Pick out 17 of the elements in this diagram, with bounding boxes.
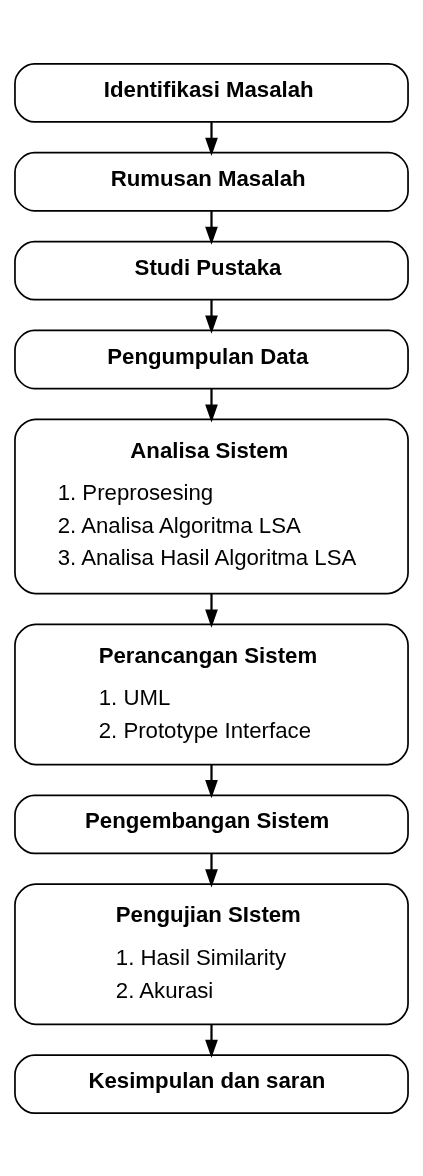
node-box: Rumusan Masalah <box>14 151 409 212</box>
arrow <box>205 853 218 887</box>
arrow <box>205 764 218 798</box>
node-box: Pengembangan Sistem <box>14 793 409 854</box>
arrow <box>205 1023 218 1058</box>
arrow <box>205 593 218 628</box>
node-box: Analisa Sistem 1. Preprosesing 2. Analisa Algoritma LSA 3. Analisa Hasil Algoritma LSA <box>14 417 409 594</box>
arrow <box>205 299 218 334</box>
node-box: Identifikasi Masalah <box>14 62 409 123</box>
node-box: Pengumpulan Data <box>14 329 409 389</box>
arrow <box>205 388 218 423</box>
arrow <box>205 210 218 245</box>
node-box: Kesimpulan dan saran <box>14 1053 409 1114</box>
node-box: Pengujian SIstem 1. Hasil Similarity 2. Akurasi <box>14 882 409 1025</box>
node-box: Perancangan Sistem 1. UML 2. Prototype Interface <box>14 623 409 765</box>
arrow <box>205 121 218 156</box>
node-box: Studi Pustaka <box>14 240 409 301</box>
